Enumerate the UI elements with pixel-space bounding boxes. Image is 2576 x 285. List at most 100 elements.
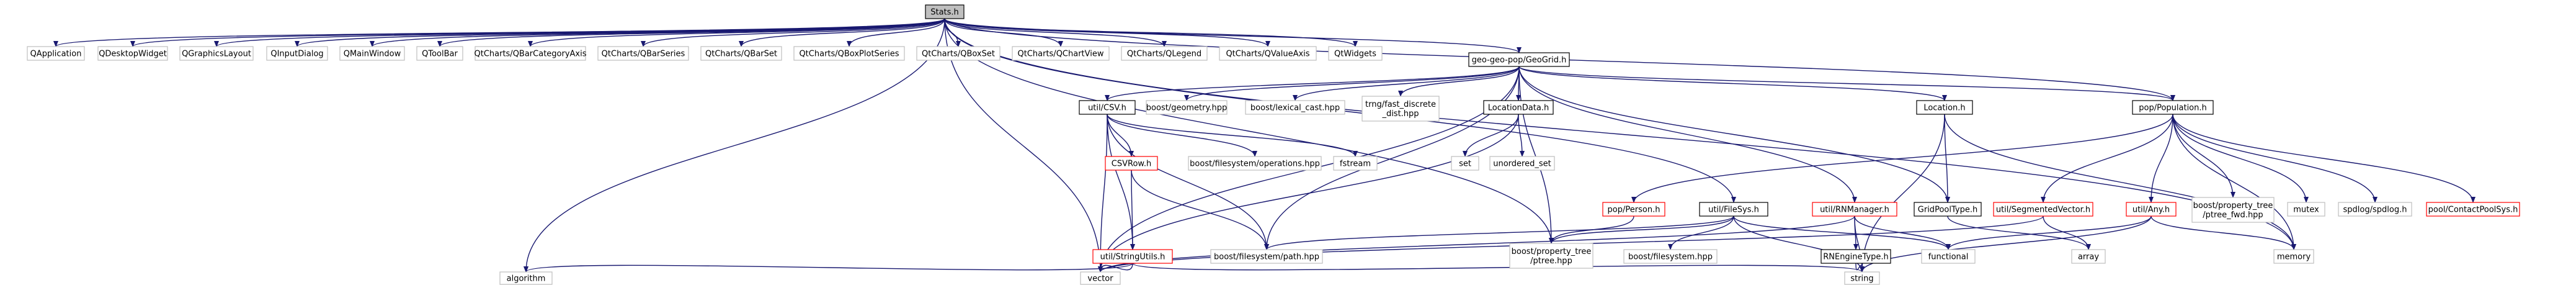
node-box	[266, 46, 328, 61]
edge-csv-to-stringutils	[1107, 114, 1135, 250]
node-label: memory	[2277, 253, 2311, 262]
edge-csv-to-csvrow	[1107, 114, 1134, 157]
node-label: geo-geo-pop/GeoGrid.h	[1472, 56, 1567, 65]
node-label: QInputDialog	[270, 50, 323, 59]
edge-stats-to-qvalueaxis	[944, 18, 1270, 47]
node-box	[97, 46, 168, 61]
node-label: util/RNManager.h	[1820, 206, 1889, 215]
node-label: string	[1850, 274, 1873, 284]
node-label: pop/Person.h	[1608, 206, 1660, 215]
node-box	[339, 46, 405, 61]
node-box	[1245, 100, 1345, 115]
node-box	[2287, 202, 2325, 217]
edge-geogrid-to-rnmanager	[1518, 66, 1857, 203]
node-box	[1080, 271, 1121, 285]
node-spdlog: spdlog/spdlog.h	[2338, 202, 2412, 217]
edge-geogrid-to-trng	[1398, 66, 1520, 97]
node-label: fstream	[1340, 160, 1371, 169]
node-label: boost/property_tree/ptree_fwd.hpp	[2193, 201, 2273, 220]
edge-population-to-segvector	[2041, 114, 2173, 203]
node-label: util/CSV.h	[1088, 104, 1126, 113]
node-box	[793, 46, 905, 61]
edge-gridpooltype-to-array	[1947, 215, 2091, 250]
edge-rnmanager-to-string	[1854, 215, 1865, 273]
node-label: functional	[1928, 253, 1969, 262]
node-label: QtCharts/QChartView	[1017, 50, 1103, 59]
node-box	[2132, 100, 2214, 115]
node-box	[416, 46, 463, 61]
node-box	[925, 4, 965, 19]
node-box	[2126, 202, 2177, 217]
node-csvrow[interactable]: CSVRow.h	[1105, 156, 1158, 171]
node-stats[interactable]: Stats.h	[925, 4, 965, 19]
node-csv[interactable]: util/CSV.h	[1079, 100, 1136, 115]
node-label: QGraphicsLayout	[182, 50, 251, 59]
node-rnenginetype[interactable]: RNEngineType.h	[1821, 249, 1891, 264]
node-box	[1509, 243, 1593, 269]
node-stringutils[interactable]: util/StringUtils.h	[1092, 249, 1173, 264]
edge-csv-to-vector	[1098, 114, 1108, 273]
edge-stats-to-qtwidgets	[944, 18, 1358, 47]
node-geogrid[interactable]: geo-geo-pop/GeoGrid.h	[1468, 52, 1570, 67]
node-box	[1483, 100, 1554, 115]
edge-stats-to-qbarcategoryaxis	[528, 18, 945, 47]
edge-stats-to-qtoolbar	[437, 18, 945, 47]
node-contactpoolsys[interactable]: pool/ContactPoolSys.h	[2426, 202, 2520, 217]
edge-geogrid-to-population	[1518, 66, 2175, 101]
node-box	[2338, 202, 2412, 217]
node-qbarcategoryaxis: QtCharts/QBarCategoryAxis	[474, 46, 587, 61]
node-person[interactable]: pop/Person.h	[1602, 202, 1665, 217]
edge-geogrid-to-gridpooltype	[1518, 66, 1950, 203]
node-qboxplotseries: QtCharts/QBoxPlotSeries	[793, 46, 905, 61]
edge-geogrid-to-csv	[1105, 66, 1520, 101]
node-functional: functional	[1921, 249, 1976, 264]
edge-stats-to-qbarseries	[641, 18, 945, 47]
node-set: set	[1451, 156, 1479, 171]
node-algorithm: algorithm	[499, 271, 553, 285]
node-segvector[interactable]: util/SegmentedVector.h	[1993, 202, 2093, 217]
node-memory: memory	[2273, 249, 2314, 264]
node-qapplication: QApplication	[27, 46, 85, 61]
node-label: QMainWindow	[344, 50, 401, 59]
node-label: util/FileSys.h	[1708, 206, 1759, 215]
edge-population-to-any	[2149, 114, 2173, 203]
edge-any-to-string	[1860, 215, 2152, 273]
node-any[interactable]: util/Any.h	[2126, 202, 2177, 217]
edge-stats-to-qboxplotseries	[847, 18, 945, 47]
node-label: QtWidgets	[1334, 50, 1376, 59]
node-label: algorithm	[507, 274, 546, 284]
edge-filesys-to-bfspath	[1264, 215, 1734, 250]
node-box	[179, 46, 254, 61]
node-location[interactable]: Location.h	[1916, 100, 1973, 115]
edge-location-to-memory	[1944, 114, 2296, 250]
edge-filesys-to-bfilesystem	[1668, 215, 1734, 250]
node-box	[1219, 46, 1317, 61]
node-label: QtCharts/QLegend	[1127, 50, 1201, 59]
node-label: pool/ContactPoolSys.h	[2428, 206, 2518, 215]
node-label: boost/geometry.hpp	[1146, 104, 1227, 113]
node-box	[1812, 202, 1897, 217]
edge-location-to-gridpooltype	[1944, 114, 1950, 203]
edge-stats-to-qbarset	[739, 18, 945, 47]
node-label: boost/filesystem/operations.hpp	[1190, 160, 1320, 169]
node-label: trng/fast_discrete_dist.hpp	[1365, 100, 1436, 119]
edge-rnmanager-to-functional	[1854, 215, 1951, 250]
node-label: util/Any.h	[2133, 206, 2170, 215]
node-rnmanager[interactable]: util/RNManager.h	[1812, 202, 1897, 217]
node-gridpooltype[interactable]: GridPoolType.h	[1914, 202, 1982, 217]
node-qtwidgets: QtWidgets	[1328, 46, 1383, 61]
node-box	[1362, 96, 1440, 122]
node-blexical: boost/lexical_cast.hpp	[1245, 100, 1345, 115]
node-population[interactable]: pop/Population.h	[2132, 100, 2214, 115]
edge-geogrid-to-ptree	[1518, 66, 1554, 244]
node-filesys[interactable]: util/FileSys.h	[1699, 202, 1768, 217]
node-box	[1914, 202, 1982, 217]
edge-filesys-to-ptree	[1549, 215, 1734, 244]
node-locationdata[interactable]: LocationData.h	[1483, 100, 1554, 115]
node-box	[597, 46, 689, 61]
node-label: LocationData.h	[1488, 104, 1549, 113]
node-qvalueaxis: QtCharts/QValueAxis	[1219, 46, 1317, 61]
edge-geogrid-to-bgeometry	[1184, 66, 1520, 101]
node-vector: vector	[1080, 271, 1121, 285]
